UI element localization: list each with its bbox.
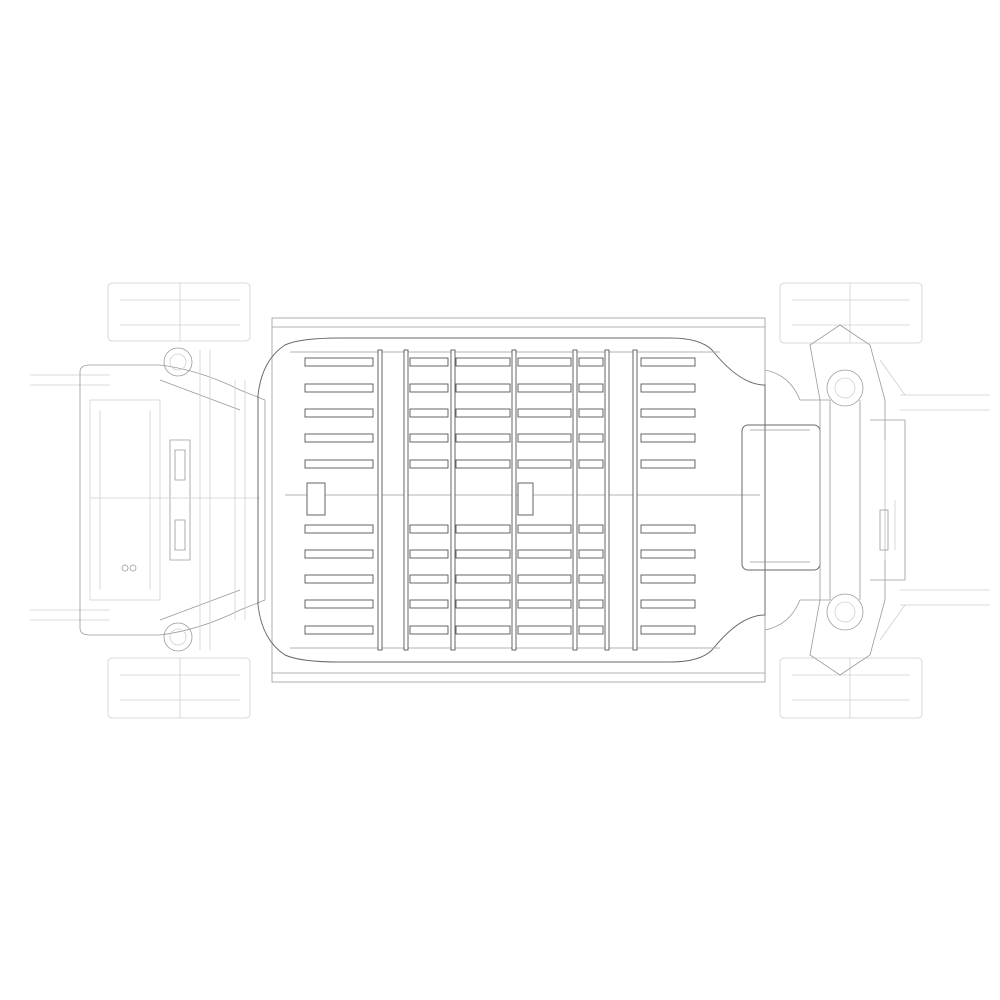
connector-mid xyxy=(517,482,534,516)
battery-module xyxy=(517,459,572,469)
rear-wheel-bottom xyxy=(107,657,251,719)
battery-module xyxy=(409,459,449,469)
battery-module xyxy=(517,383,572,393)
battery-module xyxy=(640,549,696,559)
battery-spar xyxy=(572,349,578,651)
battery-module xyxy=(517,599,572,609)
battery-module xyxy=(455,625,511,635)
battery-module xyxy=(304,524,374,534)
battery-module xyxy=(304,549,374,559)
battery-module xyxy=(640,524,696,534)
battery-pack xyxy=(257,317,766,683)
battery-module xyxy=(455,574,511,584)
battery-module xyxy=(578,357,604,367)
battery-module xyxy=(517,433,572,443)
battery-module xyxy=(517,574,572,584)
battery-module xyxy=(304,433,374,443)
battery-module xyxy=(455,524,511,534)
battery-spar xyxy=(632,349,638,651)
battery-module xyxy=(455,433,511,443)
battery-module xyxy=(578,599,604,609)
battery-module xyxy=(304,625,374,635)
battery-module xyxy=(304,357,374,367)
battery-module xyxy=(409,524,449,534)
battery-module xyxy=(409,549,449,559)
battery-module xyxy=(517,625,572,635)
battery-module xyxy=(409,433,449,443)
battery-spars xyxy=(377,349,638,651)
battery-module xyxy=(578,574,604,584)
battery-module xyxy=(578,459,604,469)
axle-lines xyxy=(30,374,990,621)
battery-module xyxy=(304,574,374,584)
battery-module xyxy=(640,383,696,393)
battery-module xyxy=(304,408,374,418)
battery-module xyxy=(640,459,696,469)
battery-module xyxy=(517,524,572,534)
battery-module xyxy=(578,625,604,635)
battery-module xyxy=(640,625,696,635)
battery-spar xyxy=(377,349,383,651)
battery-module xyxy=(578,524,604,534)
battery-module xyxy=(409,574,449,584)
battery-module xyxy=(517,408,572,418)
battery-module xyxy=(578,433,604,443)
battery-module xyxy=(517,549,572,559)
battery-module xyxy=(455,549,511,559)
battery-module xyxy=(304,383,374,393)
battery-module xyxy=(455,383,511,393)
battery-module xyxy=(409,625,449,635)
battery-module xyxy=(640,433,696,443)
battery-module xyxy=(455,408,511,418)
connector-rear xyxy=(306,482,326,516)
battery-module xyxy=(578,383,604,393)
battery-module xyxy=(455,599,511,609)
battery-module xyxy=(304,599,374,609)
battery-module xyxy=(640,599,696,609)
battery-spar xyxy=(604,349,610,651)
battery-module xyxy=(640,408,696,418)
battery-module xyxy=(409,383,449,393)
battery-spar xyxy=(450,349,456,651)
battery-module xyxy=(409,408,449,418)
battery-module xyxy=(409,599,449,609)
battery-spar xyxy=(511,349,517,651)
battery-modules xyxy=(304,357,696,635)
front-wheel-top xyxy=(779,282,923,344)
battery-module xyxy=(640,574,696,584)
front-wheel-bottom xyxy=(779,657,923,719)
battery-module xyxy=(517,357,572,367)
battery-module xyxy=(578,549,604,559)
battery-module xyxy=(455,459,511,469)
rear-subframe xyxy=(79,347,266,652)
battery-module xyxy=(455,357,511,367)
rear-wheel-top xyxy=(107,282,251,342)
battery-module xyxy=(640,357,696,367)
battery-module xyxy=(304,459,374,469)
battery-spar xyxy=(403,349,409,651)
battery-module xyxy=(578,408,604,418)
battery-module xyxy=(409,357,449,367)
front-subframe xyxy=(741,324,906,676)
